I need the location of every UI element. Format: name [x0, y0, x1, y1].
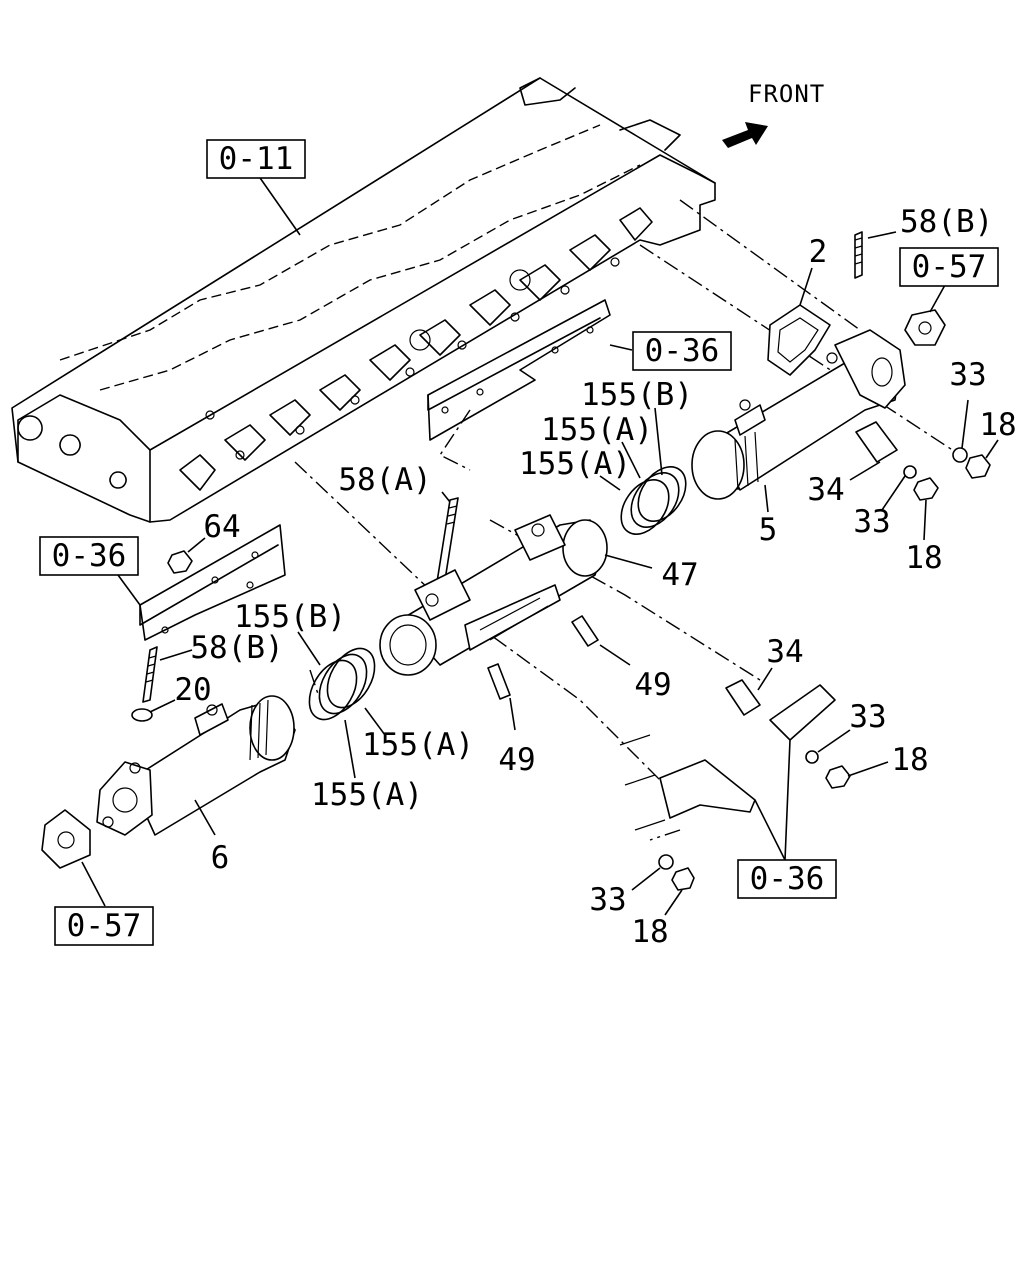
gasket-2: [767, 304, 831, 376]
nut-18-b: [913, 477, 939, 501]
callout-155a-top2: 155(A): [519, 446, 631, 482]
heat-shield-left: [139, 524, 286, 641]
callout-34-a: 34: [807, 472, 844, 508]
stud-49-a: [571, 615, 599, 647]
washer-33-d: [658, 854, 674, 870]
seal-rings-155-left: [308, 647, 376, 721]
callout-64: 64: [203, 509, 240, 545]
front-label: FRONT: [748, 80, 825, 108]
stud-58b-left: [142, 646, 158, 703]
cylinder-head: [11, 77, 716, 523]
callout-49-a: 49: [634, 667, 671, 703]
callout-33-d: 33: [589, 882, 626, 918]
washer-20: [131, 708, 153, 722]
callout-49-b: 49: [498, 742, 535, 778]
callout-33-b: 33: [853, 504, 890, 540]
stud-58b-top: [854, 231, 863, 279]
ref-box-0-36-upper: [632, 331, 732, 371]
callout-33-c: 33: [849, 699, 886, 735]
ref-box-0-36-lower: [737, 859, 837, 899]
washer-33-a: [952, 447, 968, 463]
ref-label-0-36-lower: 0-36: [750, 861, 825, 897]
seal-rings-155-top: [620, 466, 687, 535]
bracket-lower: [619, 734, 756, 831]
callout-58b-left: 58(B): [190, 630, 283, 666]
ref-label-0-57-bottom: 0-57: [67, 908, 142, 944]
callout-155a-left2: 155(A): [311, 777, 423, 813]
ref-label-0-11: 0-11: [219, 141, 294, 177]
ref-label-0-57-top: 0-57: [912, 249, 987, 285]
nut-64: [167, 550, 193, 574]
bracket-right: [769, 684, 836, 741]
washer-33-b: [903, 465, 917, 479]
washer-33-c: [805, 750, 819, 764]
callout-18-d: 18: [631, 914, 668, 950]
front-arrow-icon: [722, 122, 768, 148]
heat-shield-upper: [427, 299, 611, 441]
callout-58a: 58(A): [338, 462, 431, 498]
callout-34-b: 34: [766, 634, 803, 670]
stud-49-b: [487, 663, 511, 700]
ref-label-0-36-upper: 0-36: [645, 333, 720, 369]
callout-47: 47: [661, 557, 698, 593]
callout-155b-top: 155(B): [581, 377, 693, 413]
ref-box-0-11: [206, 139, 306, 179]
callout-18-a: 18: [979, 407, 1016, 443]
exhaust-pipe-6: [96, 695, 296, 836]
ref-box-0-57-top: [899, 247, 999, 287]
nut-18-a: [965, 454, 991, 479]
callout-6: 6: [211, 840, 230, 876]
gasket-0-57-bottom: [41, 809, 91, 869]
callout-18-b: 18: [905, 540, 942, 576]
exhaust-pipe-47: [379, 514, 608, 676]
callout-33-a: 33: [949, 357, 986, 393]
callout-58b-top: 58(B): [900, 204, 993, 240]
nut-18-d: [671, 867, 695, 891]
callout-5: 5: [759, 512, 778, 548]
ref-label-0-36-left: 0-36: [52, 538, 127, 574]
callout-18-c: 18: [891, 742, 928, 778]
callout-20: 20: [174, 672, 211, 708]
spacer-34-bottom: [725, 679, 761, 716]
callout-2: 2: [809, 234, 828, 270]
ref-box-0-57-bottom: [54, 906, 154, 946]
callout-155a-top1: 155(A): [541, 412, 653, 448]
exhaust-pipe-5: [691, 329, 906, 500]
nut-18-c: [825, 765, 851, 789]
ref-box-0-36-left: [39, 536, 139, 576]
callout-155b-left: 155(B): [234, 599, 346, 635]
gasket-0-57-top: [904, 309, 946, 346]
spacer-34-top: [855, 421, 898, 463]
callout-155a-left1: 155(A): [362, 727, 474, 763]
